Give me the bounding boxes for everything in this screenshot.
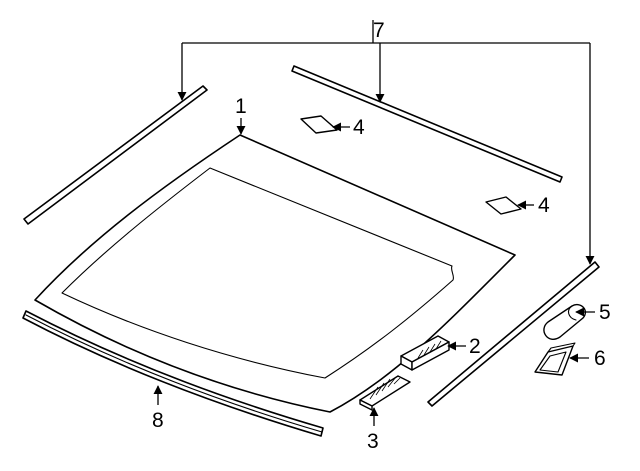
callout-4-upper: 4 xyxy=(353,116,365,139)
callout-4-right: 4 xyxy=(538,194,550,217)
bracket-part-3 xyxy=(359,375,411,411)
callout-5: 5 xyxy=(599,301,611,324)
bracket-part-2 xyxy=(400,335,450,371)
windshield-glass xyxy=(34,134,516,413)
callout-2: 2 xyxy=(469,335,481,358)
callout-7: 7 xyxy=(373,19,385,42)
lower-cowl-molding xyxy=(22,310,324,437)
cap-part-5 xyxy=(543,303,587,340)
callout-8: 8 xyxy=(152,409,164,432)
pad-right xyxy=(485,196,522,215)
leader-lines xyxy=(153,20,595,426)
pad-upper xyxy=(300,115,338,134)
top-roof-molding xyxy=(291,65,563,183)
callout-3: 3 xyxy=(367,430,379,453)
callout-1: 1 xyxy=(235,95,247,118)
right-pillar-molding xyxy=(427,261,600,407)
left-pillar-molding xyxy=(23,85,208,225)
clip-part-6 xyxy=(534,342,576,376)
callout-6: 6 xyxy=(594,347,606,370)
